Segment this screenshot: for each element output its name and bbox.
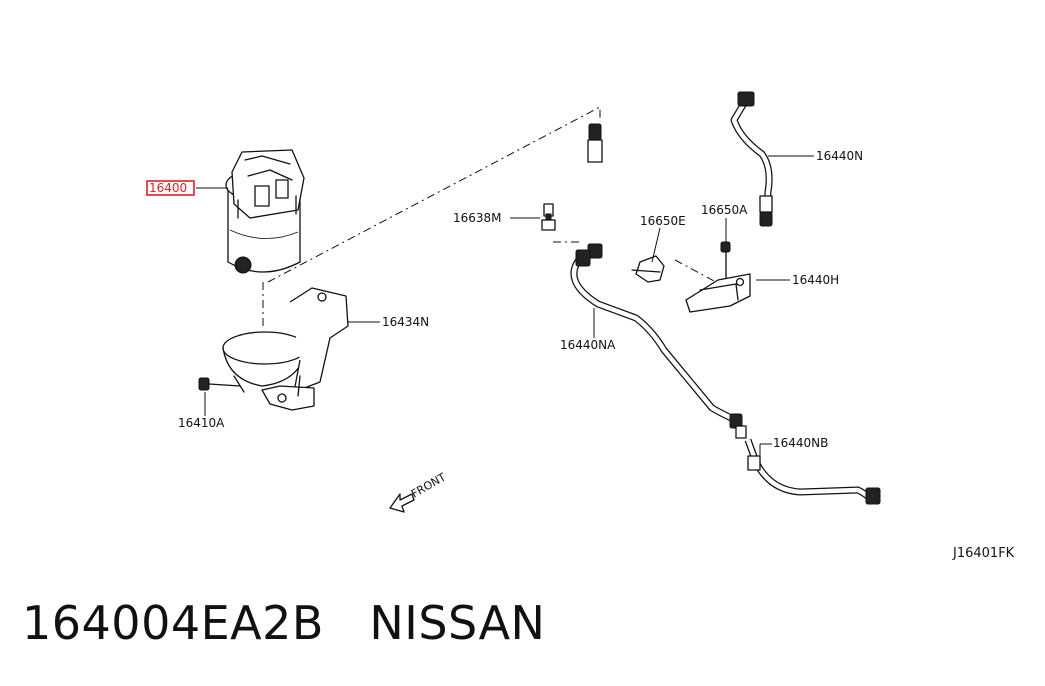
upper-fuel-hose (587, 123, 632, 259)
fuel-hose-16440nb (744, 438, 881, 505)
fuel-hose-16440na (570, 249, 747, 439)
caption-spacer (324, 596, 369, 650)
label-16410a[interactable]: 16410A (178, 416, 225, 430)
fuel-hose-16440n (730, 91, 773, 227)
clip-16638m (541, 203, 556, 231)
label-16440nb[interactable]: 16440NB (773, 436, 828, 450)
label-16440na[interactable]: 16440NA (560, 338, 616, 352)
brand-name: NISSAN (369, 596, 546, 650)
clip-16650e (631, 255, 665, 283)
bolt-16650a (720, 241, 731, 279)
diagram-code: J16401FK (952, 546, 1015, 561)
bracket-16440h (685, 273, 751, 313)
highlight-box (146, 180, 195, 196)
bolt-16410a (198, 377, 241, 391)
label-16400[interactable]: 16400 (149, 181, 187, 195)
leader-lines (196, 155, 814, 458)
front-label: FRONT (409, 470, 448, 500)
front-arrow (389, 493, 415, 513)
label-16638m[interactable]: 16638M (453, 211, 502, 225)
label-16434n[interactable]: 16434N (382, 315, 429, 329)
part-caption: 164004EA2B NISSAN (22, 596, 545, 650)
filter-bracket (222, 287, 349, 411)
part-number: 164004EA2B (22, 596, 324, 650)
label-16440n[interactable]: 16440N (816, 149, 863, 163)
fuel-filter-assembly (225, 149, 305, 274)
label-16440h[interactable]: 16440H (792, 273, 839, 287)
label-16650e[interactable]: 16650E (640, 214, 686, 228)
label-16650a[interactable]: 16650A (701, 203, 748, 217)
